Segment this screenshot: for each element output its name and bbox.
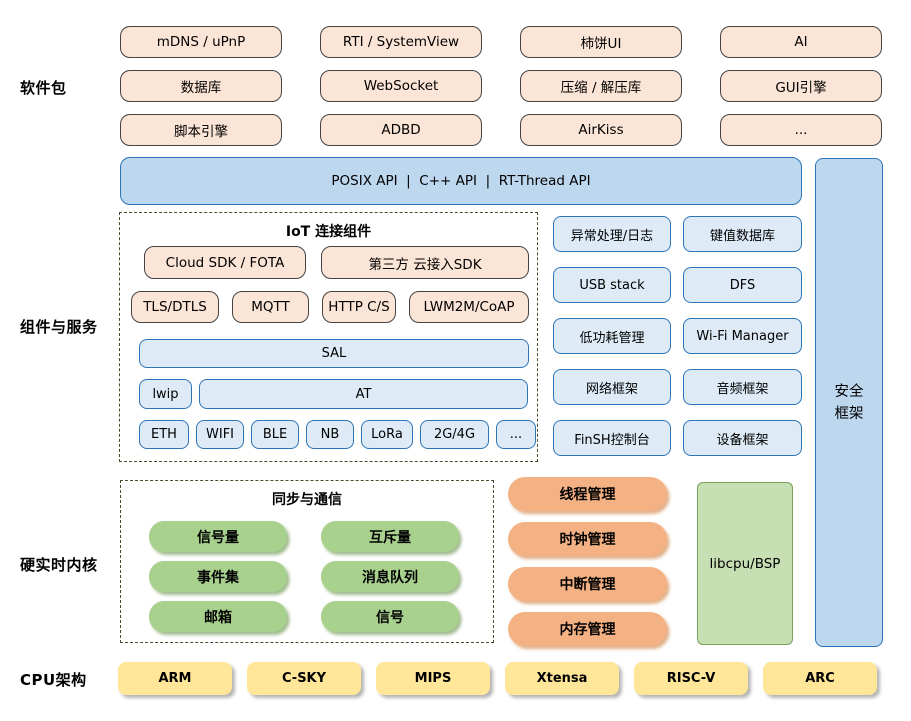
cpu-arch-row: ARM C-SKY MIPS Xtensa RISC-V ARC (118, 662, 877, 695)
sync-mailbox: 邮箱 (149, 601, 287, 632)
iot-sal-row: SAL (139, 339, 529, 368)
services-grid: 异常处理/日志 键值数据库 USB stack DFS 低功耗管理 Wi-Fi … (553, 216, 802, 456)
iot-link-more: ... (496, 420, 536, 449)
pkg-compression: 压缩 / 解压库 (520, 70, 682, 102)
section-label-components-services: 组件与服务 (20, 318, 98, 336)
svc-audio-fw: 音频框架 (683, 369, 802, 405)
kernel-managers-column: 线程管理 时钟管理 中断管理 内存管理 (508, 477, 667, 646)
svc-usb-stack: USB stack (553, 267, 671, 303)
mgr-interrupt: 中断管理 (508, 567, 667, 601)
sync-group-title: 同步与通信 (272, 492, 342, 508)
section-label-kernel: 硬实时内核 (20, 556, 98, 574)
svc-exception-log: 异常处理/日志 (553, 216, 671, 252)
pkg-script-engine: 脚本引擎 (120, 114, 282, 146)
sync-items-grid: 信号量 互斥量 事件集 消息队列 邮箱 信号 (149, 521, 459, 632)
pkg-ai: AI (720, 26, 882, 58)
cpu-csky: C-SKY (247, 662, 361, 695)
cpu-riscv: RISC-V (634, 662, 748, 695)
sync-event-set: 事件集 (149, 561, 287, 592)
iot-lwm2m-coap: LWM2M/CoAP (409, 291, 529, 323)
section-label-cpu-arch: CPU架构 (20, 671, 87, 689)
pkg-mdns-upnp: mDNS / uPnP (120, 26, 282, 58)
svc-wifi-manager: Wi-Fi Manager (683, 318, 802, 354)
api-layer-bar: POSIX API | C++ API | RT-Thread API (120, 157, 802, 205)
pkg-gui-engine: GUI引擎 (720, 70, 882, 102)
security-framework-line2: 框架 (834, 405, 864, 422)
svc-device-fw: 设备框架 (683, 420, 802, 456)
iot-stack-row: lwip AT (139, 379, 528, 409)
iot-http-cs: HTTP C/S (322, 291, 396, 323)
sync-communication-group: 同步与通信 信号量 互斥量 事件集 消息队列 邮箱 信号 (120, 480, 494, 643)
svc-kv-database: 键值数据库 (683, 216, 802, 252)
iot-sal: SAL (139, 339, 529, 368)
iot-mqtt: MQTT (232, 291, 309, 323)
sync-signal: 信号 (321, 601, 459, 632)
iot-at: AT (199, 379, 528, 409)
pkg-persimmon-ui: 柿饼UI (520, 26, 682, 58)
sync-mutex: 互斥量 (321, 521, 459, 552)
iot-third-party-cloud-sdk: 第三方 云接入SDK (321, 246, 529, 279)
mgr-memory: 内存管理 (508, 612, 667, 646)
cpu-arc: ARC (763, 662, 877, 695)
svc-low-power-mgmt: 低功耗管理 (553, 318, 671, 354)
iot-cloud-row: Cloud SDK / FOTA 第三方 云接入SDK (144, 246, 529, 279)
sync-semaphore: 信号量 (149, 521, 287, 552)
mgr-clock: 时钟管理 (508, 522, 667, 556)
iot-link-wifi: WIFI (196, 420, 244, 449)
svc-finsh-console: FinSH控制台 (553, 420, 671, 456)
pkg-database: 数据库 (120, 70, 282, 102)
security-framework-line1: 安全 (834, 383, 864, 400)
iot-group-title: IoT 连接组件 (285, 224, 372, 240)
cpu-mips: MIPS (376, 662, 490, 695)
cpu-xtensa: Xtensa (505, 662, 619, 695)
iot-connectivity-group: IoT 连接组件 Cloud SDK / FOTA 第三方 云接入SDK TLS… (119, 212, 538, 462)
pkg-rti-systemview: RTI / SystemView (320, 26, 482, 58)
iot-tls-dtls: TLS/DTLS (131, 291, 219, 323)
iot-lwip: lwip (139, 379, 192, 409)
iot-link-ble: BLE (251, 420, 299, 449)
mgr-thread: 线程管理 (508, 477, 667, 511)
pkg-more: ... (720, 114, 882, 146)
security-framework-bar: 安全 框架 (815, 158, 883, 647)
pkg-airkiss: AirKiss (520, 114, 682, 146)
software-packages-grid: mDNS / uPnP RTI / SystemView 柿饼UI AI 数据库… (120, 26, 882, 146)
svc-network-fw: 网络框架 (553, 369, 671, 405)
libcpu-bsp-box: libcpu/BSP (697, 482, 793, 645)
iot-link-row: ETH WIFI BLE NB LoRa 2G/4G ... (139, 420, 536, 449)
sync-message-queue: 消息队列 (321, 561, 459, 592)
iot-cloud-sdk-fota: Cloud SDK / FOTA (144, 246, 306, 279)
iot-protocol-row: TLS/DTLS MQTT HTTP C/S LWM2M/CoAP (131, 291, 529, 323)
pkg-adbd: ADBD (320, 114, 482, 146)
iot-link-nb: NB (306, 420, 354, 449)
pkg-websocket: WebSocket (320, 70, 482, 102)
iot-link-eth: ETH (139, 420, 189, 449)
section-label-software-packages: 软件包 (20, 79, 67, 97)
iot-link-lora: LoRa (361, 420, 413, 449)
iot-link-2g4g: 2G/4G (420, 420, 489, 449)
cpu-arm: ARM (118, 662, 232, 695)
svc-dfs: DFS (683, 267, 802, 303)
